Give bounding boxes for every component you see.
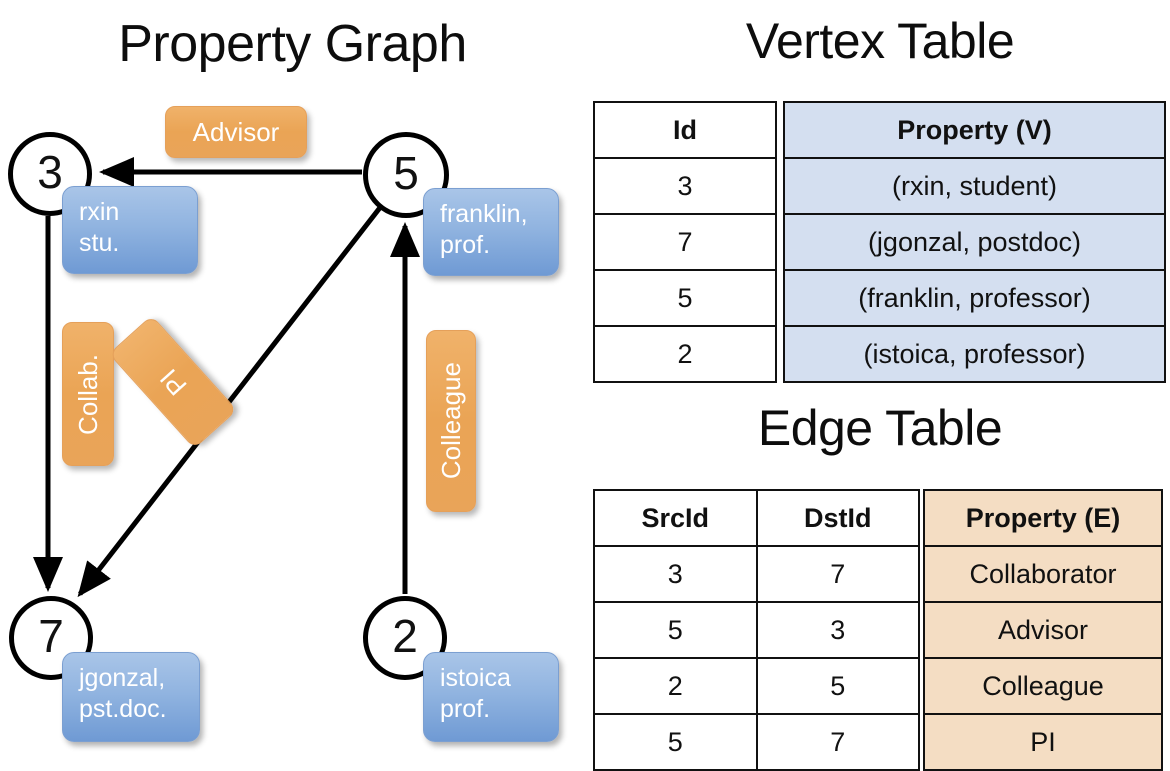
- node-property-line-1: jgonzal,: [79, 664, 166, 692]
- vertex-id-cell: 7: [593, 213, 777, 271]
- node-property-line-2: prof.: [440, 230, 491, 259]
- vertex-id-cell: 5: [593, 269, 777, 327]
- table-row: 3 7: [593, 545, 920, 603]
- edge-table-property-column: Property (E) Collaborator Advisor Collea…: [923, 489, 1163, 771]
- table-row: 3: [593, 157, 777, 215]
- table-row: (istoica, professor): [783, 325, 1166, 383]
- edge-table-header-property: Property (E): [923, 489, 1163, 547]
- table-header-row: Property (V): [783, 101, 1166, 159]
- table-row: Colleague: [923, 657, 1163, 715]
- node-property-line-2: stu.: [79, 228, 120, 257]
- table-header-row: Property (E): [923, 489, 1163, 547]
- edge-table-src-dst-columns: SrcId DstId 3 7 5 3 2 5 5 7: [593, 489, 920, 771]
- node-property-line-2: pst.doc.: [79, 694, 167, 723]
- node-property-box-7[interactable]: jgonzal, pst.doc.: [62, 652, 200, 742]
- edge-src-cell: 5: [593, 601, 758, 659]
- graph-node-2-label: 2: [392, 610, 418, 662]
- edge-property-cell: Advisor: [923, 601, 1163, 659]
- vertex-table-header-id: Id: [593, 101, 777, 159]
- edge-src-cell: 3: [593, 545, 758, 603]
- edge-property-cell: Colleague: [923, 657, 1163, 715]
- table-row: 2 5: [593, 657, 920, 715]
- edge-property-cell: Collaborator: [923, 545, 1163, 603]
- property-graph-panel: 3 5 7 2 rxin stu. franklin, prof. jgonza…: [0, 0, 585, 760]
- page-title-property-graph: Property Graph: [118, 15, 467, 73]
- table-row: (jgonzal, postdoc): [783, 213, 1166, 271]
- page-title-vertex-table: Vertex Table: [745, 13, 1015, 69]
- edge-label-advisor[interactable]: Advisor: [165, 106, 307, 158]
- edge-dst-cell: 7: [755, 713, 920, 771]
- graph-node-5[interactable]: 5: [363, 132, 449, 218]
- table-row: (rxin, student): [783, 157, 1166, 215]
- table-header-row: SrcId DstId: [593, 489, 920, 547]
- graph-node-3-label: 3: [37, 146, 63, 198]
- edge-label-colleague[interactable]: Colleague: [426, 330, 476, 512]
- table-row: 5 3: [593, 601, 920, 659]
- table-row: 5 7: [593, 713, 920, 771]
- edge-dst-cell: 5: [755, 657, 920, 715]
- edge-label-pi-text: PI: [153, 363, 192, 402]
- edge-table-header-srcid: SrcId: [593, 489, 758, 547]
- graph-node-5-label: 5: [393, 147, 419, 199]
- node-property-line-1: rxin: [79, 198, 120, 226]
- graph-node-7-label: 7: [38, 610, 64, 662]
- graph-node-2[interactable]: 2: [363, 596, 447, 680]
- edge-label-collab[interactable]: Collab.: [62, 322, 114, 466]
- vertex-id-cell: 3: [593, 157, 777, 215]
- node-property-box-3[interactable]: rxin stu.: [62, 186, 198, 274]
- vertex-id-cell: 2: [593, 325, 777, 383]
- edge-label-collab-text: Collab.: [72, 353, 103, 435]
- page-title-edge-table: Edge Table: [757, 400, 1003, 456]
- edge-arrow-5-to-7: [77, 203, 384, 598]
- node-property-box-5[interactable]: franklin, prof.: [423, 188, 559, 276]
- vertex-table-header-property: Property (V): [783, 101, 1166, 159]
- table-row: Advisor: [923, 601, 1163, 659]
- table-row: Collaborator: [923, 545, 1163, 603]
- table-row: PI: [923, 713, 1163, 771]
- table-row: (franklin, professor): [783, 269, 1166, 327]
- edge-dst-cell: 7: [755, 545, 920, 603]
- vertex-property-cell: (franklin, professor): [783, 269, 1166, 327]
- table-row: 7: [593, 213, 777, 271]
- edge-property-cell: PI: [923, 713, 1163, 771]
- edge-label-advisor-text: Advisor: [192, 116, 280, 147]
- edge-table-header-dstid: DstId: [755, 489, 920, 547]
- vertex-property-cell: (jgonzal, postdoc): [783, 213, 1166, 271]
- edge-dst-cell: 3: [755, 601, 920, 659]
- edge-label-colleague-text: Colleague: [435, 362, 466, 480]
- node-property-line-1: istoica: [440, 664, 511, 692]
- vertex-property-cell: (rxin, student): [783, 157, 1166, 215]
- edge-src-cell: 2: [593, 657, 758, 715]
- vertex-table-id-column: Id 3 7 5 2: [593, 101, 777, 383]
- graph-edge-arrows: [33, 157, 420, 598]
- table-row: 5: [593, 269, 777, 327]
- node-property-box-2[interactable]: istoica prof.: [423, 652, 559, 742]
- table-row: 2: [593, 325, 777, 383]
- vertex-table-property-column: Property (V) (rxin, student) (jgonzal, p…: [783, 101, 1166, 383]
- table-header-row: Id: [593, 101, 777, 159]
- node-property-line-2: prof.: [440, 694, 491, 723]
- node-property-line-1: franklin,: [440, 200, 528, 228]
- edge-src-cell: 5: [593, 713, 758, 771]
- vertex-property-cell: (istoica, professor): [783, 325, 1166, 383]
